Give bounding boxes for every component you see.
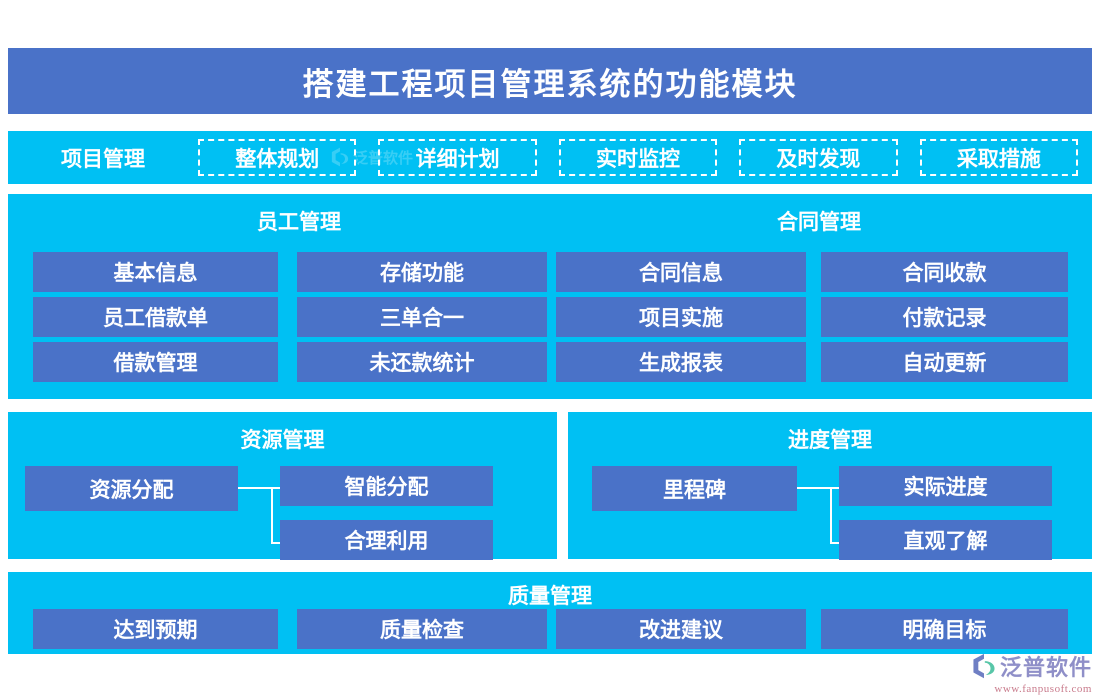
- box-contract-c3-r1[interactable]: 付款记录: [821, 297, 1068, 337]
- flow-chip-3[interactable]: 及时发现: [739, 139, 898, 176]
- box-progress-child-1[interactable]: 直观了解: [839, 520, 1052, 560]
- connector-resource-trunk: [271, 487, 273, 544]
- panel-quality-management: 质量管理 达到预期 质量检查 改进建议 明确目标: [8, 572, 1092, 654]
- group-title-progress: 进度管理: [788, 428, 872, 452]
- flow-chip-0[interactable]: 整体规划: [198, 139, 357, 176]
- box-contract-c2-r2[interactable]: 生成报表: [556, 342, 806, 382]
- box-staff-c1-r0[interactable]: 存储功能: [297, 252, 547, 292]
- group-title-contract: 合同管理: [777, 210, 861, 234]
- box-staff-c1-r2[interactable]: 未还款统计: [297, 342, 547, 382]
- flow-chip-1[interactable]: 详细计划: [378, 139, 537, 176]
- group-title-resource: 资源管理: [240, 428, 325, 452]
- diagram-title-bar: 搭建工程项目管理系统的功能模块: [8, 48, 1092, 114]
- box-progress-parent[interactable]: 里程碑: [592, 466, 797, 511]
- fanpu-logo-icon: [973, 653, 995, 679]
- brand-logo-url: www.fanpusoft.com: [994, 683, 1092, 695]
- box-contract-c2-r0[interactable]: 合同信息: [556, 252, 806, 292]
- box-resource-child-0[interactable]: 智能分配: [280, 466, 493, 506]
- box-quality-0[interactable]: 达到预期: [33, 609, 278, 649]
- connector-progress-trunk: [830, 487, 832, 544]
- box-staff-c0-r2[interactable]: 借款管理: [33, 342, 278, 382]
- panel-staff-contract: 员工管理 合同管理 基本信息 员工借款单 借款管理 存储功能 三单合一 未还款统…: [8, 194, 1092, 399]
- box-quality-1[interactable]: 质量检查: [297, 609, 547, 649]
- box-contract-c2-r1[interactable]: 项目实施: [556, 297, 806, 337]
- panel-resource-management: 资源管理 资源分配 智能分配 合理利用: [8, 412, 557, 560]
- connector-resource-stem: [238, 487, 273, 489]
- group-title-staff: 员工管理: [257, 210, 341, 234]
- box-resource-parent[interactable]: 资源分配: [25, 466, 238, 511]
- box-staff-c1-r1[interactable]: 三单合一: [297, 297, 547, 337]
- box-progress-child-0[interactable]: 实际进度: [839, 466, 1052, 506]
- flow-chip-group: 整体规划 详细计划 实时监控 及时发现 采取措施: [198, 139, 1092, 176]
- connector-progress-stem: [797, 487, 832, 489]
- panel-progress-management: 进度管理 里程碑 实际进度 直观了解: [568, 412, 1092, 560]
- page-title: 搭建工程项目管理系统的功能模块: [302, 66, 798, 102]
- box-contract-c3-r0[interactable]: 合同收款: [821, 252, 1068, 292]
- box-quality-3[interactable]: 明确目标: [821, 609, 1068, 649]
- group-title-quality: 质量管理: [508, 584, 592, 608]
- box-contract-c3-r2[interactable]: 自动更新: [821, 342, 1068, 382]
- process-flow-bar: 项目管理 整体规划 详细计划 实时监控 及时发现 采取措施: [8, 131, 1092, 184]
- box-resource-child-1[interactable]: 合理利用: [280, 520, 493, 560]
- box-quality-2[interactable]: 改进建议: [556, 609, 806, 649]
- brand-logo-row: 泛普软件: [932, 650, 1092, 682]
- box-staff-c0-r0[interactable]: 基本信息: [33, 252, 278, 292]
- flow-chip-4[interactable]: 采取措施: [919, 139, 1079, 176]
- flow-chip-2[interactable]: 实时监控: [558, 139, 718, 176]
- box-staff-c0-r1[interactable]: 员工借款单: [33, 297, 278, 337]
- brand-logo: 泛普软件 www.fanpusoft.com: [932, 650, 1092, 696]
- flow-lead-label: 项目管理: [61, 146, 145, 171]
- brand-logo-name: 泛普软件: [999, 655, 1092, 680]
